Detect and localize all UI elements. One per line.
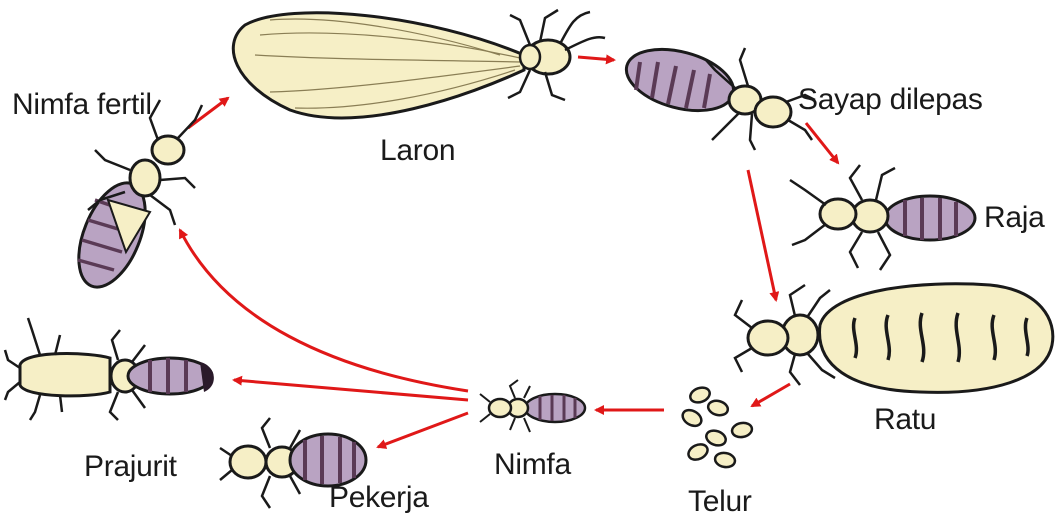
laron-termite [233,10,605,118]
arrow-laron-to-sayap-dilepas [578,57,614,60]
telur-eggs [680,385,753,469]
arrow-sayap-dilepas-to-raja [806,123,838,163]
label-laron: Laron [380,136,455,166]
sayap-dilepas-termite [620,39,815,150]
arrow-sayap-dilepas-to-ratu [748,170,776,300]
label-prajurit: Prajurit [84,452,177,482]
label-nimfa: Nimfa [494,450,571,480]
arrow-nimfa-to-prajurit [234,380,468,400]
label-sayap-dilepas: Sayap dilepas [798,85,983,115]
label-raja: Raja [984,203,1045,233]
arrows [180,57,838,447]
arrow-nimfa-to-pekerja [378,413,468,447]
label-pekerja: Pekerja [329,483,429,513]
arrow-nimfa-to-nimfa-fertil [180,230,468,391]
nimfa-fertil-termite [65,100,202,296]
label-nimfa-fertil: Nimfa fertil [12,90,152,120]
raja-termite [790,165,975,270]
label-telur: Telur [688,487,752,517]
arrow-ratu-to-telur [752,384,790,406]
label-ratu: Ratu [874,405,936,435]
arrow-nimfa-fertil-to-laron [188,98,228,128]
ratu-termite [735,284,1053,393]
king-abdomen [885,196,975,240]
nimfa-termite [480,380,585,432]
prajurit-termite [5,318,214,420]
